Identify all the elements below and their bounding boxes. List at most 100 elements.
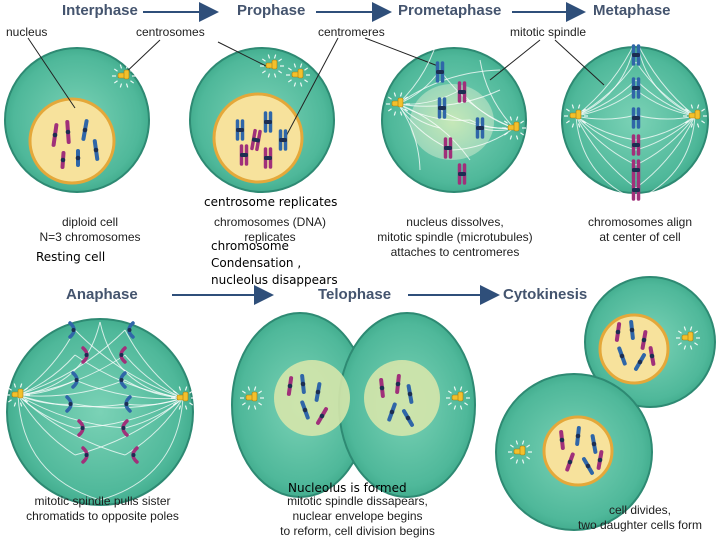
- centrosome: [683, 104, 707, 128]
- chromosome: [75, 149, 81, 167]
- chromosome: [300, 374, 306, 394]
- desc-anaphase-line2: chromatids to opposite poles: [26, 509, 179, 523]
- separating-chromatid: [121, 419, 129, 437]
- sister-chromatid-pair: [631, 159, 641, 181]
- chromosome: [314, 382, 322, 402]
- chromosome: [634, 353, 646, 371]
- chromosome: [590, 434, 598, 454]
- telophase-cell: [231, 312, 476, 498]
- centrosome: [386, 92, 410, 116]
- interphase-cell: [4, 47, 150, 193]
- chromosome: [379, 378, 385, 398]
- desc-cytokinesis: cell divides, two daughter cells form: [560, 503, 720, 533]
- chromosome: [648, 346, 656, 366]
- desc-metaphase: chromosomes align at center of cell: [575, 215, 705, 245]
- chromosome: [81, 119, 89, 141]
- sister-chromatid-pair: [278, 129, 288, 151]
- sister-chromatid-pair: [443, 137, 453, 159]
- chromosome: [60, 151, 66, 169]
- chromosome: [286, 376, 294, 396]
- desc-telophase: mitotic spindle dissapears, nuclear enve…: [260, 494, 455, 539]
- separating-chromatid: [127, 321, 135, 339]
- label-centrosomes: centrosomes: [136, 25, 205, 39]
- separating-chromatid: [119, 371, 127, 389]
- anaphase-cell: [6, 318, 194, 506]
- title-metaphase: Metaphase: [593, 2, 671, 19]
- sister-chromatid-pair: [631, 44, 641, 66]
- desc-prometaphase-line2: mitotic spindle (microtubules): [377, 230, 533, 244]
- centrosome: [112, 64, 136, 88]
- centrosome: [171, 386, 195, 410]
- sister-chromatid-pair: [435, 61, 445, 83]
- sister-chromatid-pair: [475, 117, 485, 139]
- sister-chromatid-pair: [235, 119, 245, 141]
- desc-telophase-line2: nuclear envelope begins: [292, 509, 423, 523]
- desc-metaphase-line2: at center of cell: [599, 230, 681, 244]
- separating-chromatid: [68, 321, 76, 339]
- sister-chromatid-pair: [263, 111, 273, 133]
- centrosome: [676, 326, 700, 350]
- sister-chromatid-pair: [631, 77, 641, 99]
- label-nucleus: nucleus: [6, 25, 48, 39]
- telophase-nucleus-right: [364, 360, 440, 436]
- chromosome-layer: [51, 44, 656, 475]
- chromosome: [575, 426, 581, 446]
- desc-anaphase-line1: mitotic spindle pulls sister: [34, 494, 171, 508]
- chromosome: [617, 346, 627, 366]
- desc-anaphase: mitotic spindle pulls sister chromatids …: [5, 494, 200, 524]
- separating-chromatid: [81, 346, 89, 364]
- centromeres-pointer-2: [364, 37, 439, 67]
- title-interphase: Interphase: [62, 2, 138, 19]
- separating-chromatid: [119, 346, 127, 364]
- separating-chromatid: [77, 419, 85, 437]
- overlay-condensation: chromosome Condensation , nucleolus disa…: [211, 238, 338, 289]
- desc-prophase-line2: replicates: [244, 230, 296, 244]
- separating-chromatid: [65, 395, 73, 413]
- spindle-pointer-2: [554, 39, 605, 86]
- title-prometaphase: Prometaphase: [398, 2, 502, 19]
- label-centromeres: centromeres: [318, 25, 385, 39]
- chromosome: [565, 452, 575, 472]
- daughter-cell-top: [584, 276, 716, 408]
- spindle-pointer: [489, 39, 541, 81]
- interphase-nucleus: [28, 97, 116, 185]
- desc-cytokinesis-line2: two daughter cells form: [577, 518, 703, 532]
- chromosome: [387, 402, 397, 422]
- chromosome: [395, 374, 401, 394]
- overlay-resting-cell: Resting cell: [36, 250, 106, 264]
- chromosome: [51, 123, 59, 147]
- desc-telophase-line3: to reform, cell division begins: [280, 524, 435, 538]
- centrosomes-pointer-2: [217, 41, 271, 69]
- chromosome: [65, 120, 71, 144]
- separating-chromatid: [71, 371, 79, 389]
- title-cytokinesis: Cytokinesis: [503, 286, 588, 303]
- chromosome: [629, 320, 635, 340]
- sister-chromatid-pair: [631, 107, 641, 129]
- overlay-condensation-line2: Condensation ,: [211, 256, 302, 270]
- sister-chromatid-pair: [457, 163, 467, 185]
- desc-telophase-line1: mitotic spindle dissapears,: [287, 494, 428, 508]
- sister-chromatid-pair: [631, 134, 641, 156]
- separating-chromatid: [131, 446, 139, 464]
- centrosome-layer: [6, 54, 707, 464]
- desc-cytokinesis-line1: cell divides,: [608, 503, 672, 517]
- desc-interphase: diploid cell N=3 chromosomes: [20, 215, 160, 245]
- desc-metaphase-line1: chromosomes align: [587, 215, 693, 229]
- centrosome: [564, 104, 588, 128]
- chromosome: [640, 330, 648, 350]
- desc-prometaphase: nucleus dissolves, mitotic spindle (micr…: [360, 215, 550, 260]
- chromosome: [406, 384, 414, 404]
- title-anaphase: Anaphase: [66, 286, 138, 303]
- telophase-nucleus-left: [274, 360, 350, 436]
- chromosome: [614, 322, 622, 342]
- chromosome: [316, 407, 328, 425]
- separating-chromatid: [81, 446, 89, 464]
- centrosome: [260, 54, 284, 78]
- label-mitotic-spindle: mitotic spindle: [510, 25, 587, 39]
- sister-chromatid-pair: [437, 97, 447, 119]
- centrosome: [446, 386, 470, 410]
- overlay-condensation-line1: chromosome: [211, 239, 289, 253]
- desc-prophase-line1: chromosomes (DNA): [213, 215, 327, 229]
- sister-chromatid-pair: [239, 144, 249, 166]
- prophase-cell: [189, 47, 335, 193]
